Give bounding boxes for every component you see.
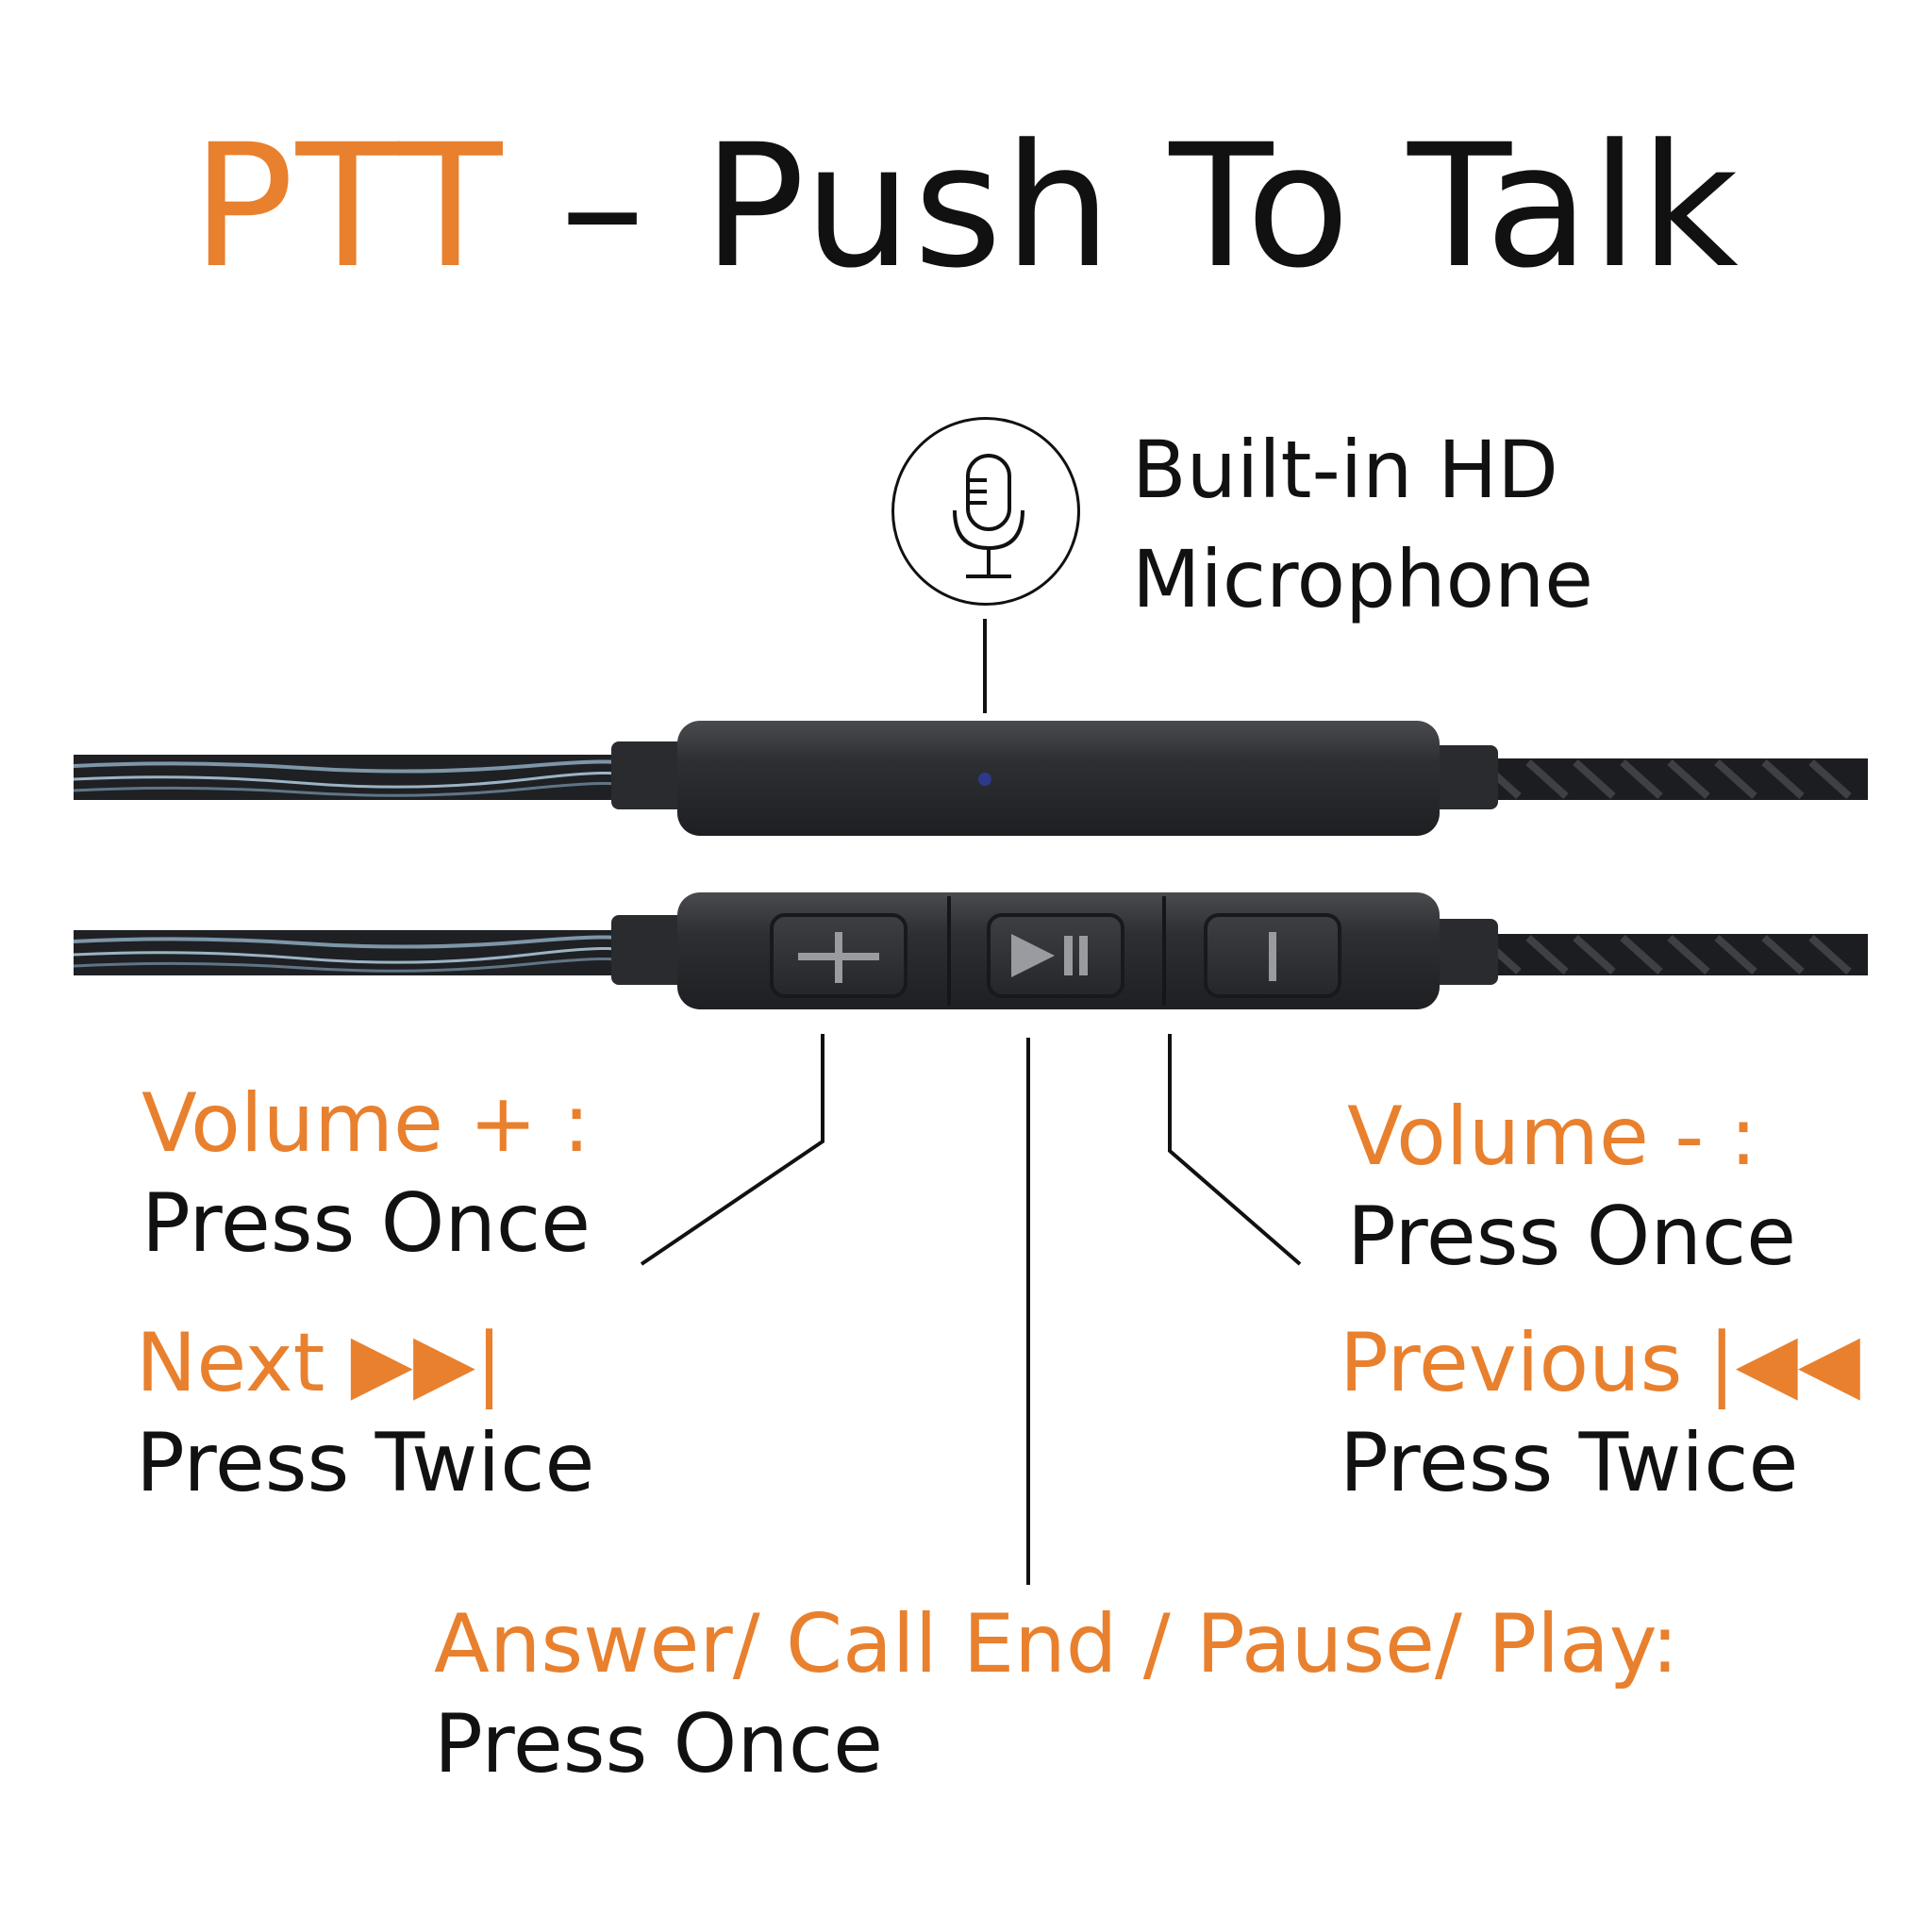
- microphone-label: Built-in HD Microphone: [1132, 415, 1604, 634]
- microphone-label-line2: Microphone: [1132, 533, 1593, 625]
- play-pause-button[interactable]: [987, 913, 1124, 998]
- answer-label-head: Answer/ Call End / Pause/ Play:: [434, 1597, 1679, 1691]
- volume-down-label-body: Press Once: [1347, 1190, 1797, 1284]
- microphone-label-line1: Built-in HD: [1132, 424, 1558, 516]
- answer-label: Answer/ Call End / Pause/ Play: Press On…: [434, 1594, 1678, 1794]
- volume-up-label-body: Press Once: [142, 1176, 591, 1271]
- microphone-icon: [891, 417, 1080, 606]
- volume-up-label: Volume + : Press Once: [142, 1074, 591, 1274]
- title-rest: – Push To Talk: [504, 108, 1740, 306]
- volume-up-button[interactable]: [770, 913, 908, 998]
- microphone-unit: [677, 721, 1440, 836]
- bottom-cable: [73, 892, 1868, 1009]
- previous-label-head: Previous |◀◀: [1340, 1316, 1861, 1410]
- volume-up-label-head: Volume + :: [142, 1076, 591, 1171]
- microphone-hole: [978, 773, 991, 786]
- previous-label-body: Press Twice: [1340, 1416, 1799, 1510]
- play-pause-icon: [1011, 934, 1088, 977]
- title-accent: PTT: [192, 108, 505, 306]
- next-label-body: Press Twice: [136, 1416, 595, 1510]
- answer-label-body: Press Once: [434, 1697, 884, 1791]
- volume-down-button[interactable]: [1204, 913, 1341, 998]
- plus-icon: [798, 932, 879, 983]
- volume-down-label: Volume - : Press Once: [1347, 1087, 1796, 1287]
- page-title: PTT – Push To Talk: [0, 113, 1932, 302]
- next-label: Next ▶▶| Press Twice: [136, 1313, 594, 1513]
- top-cable: [73, 721, 1868, 836]
- next-label-head: Next ▶▶|: [136, 1316, 503, 1410]
- volume-down-label-head: Volume - :: [1347, 1090, 1757, 1184]
- previous-label: Previous |◀◀ Press Twice: [1340, 1313, 1860, 1513]
